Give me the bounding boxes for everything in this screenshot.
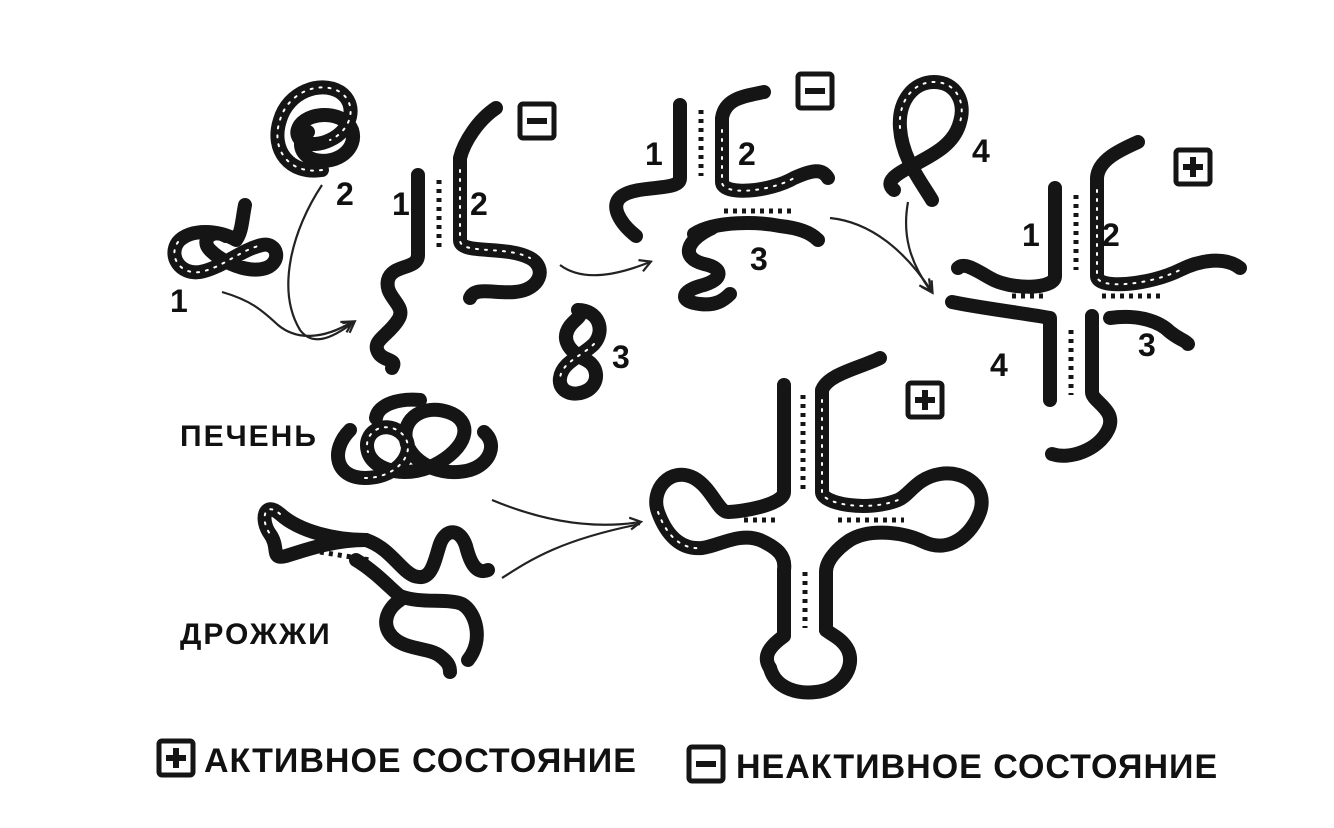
fragment-1-tangled xyxy=(167,198,283,280)
native-trna-cloverleaf xyxy=(649,351,989,700)
legend-inactive-label: НЕАКТИВНОЕ СОСТОЯНИЕ xyxy=(736,748,1218,786)
arrow-liver-to-cloverleaf xyxy=(491,498,640,525)
arrow-to-stage2 xyxy=(559,262,650,277)
label-liver: ПЕЧЕНЬ xyxy=(180,420,318,453)
label-yeast: ДРОЖЖИ xyxy=(180,618,332,651)
label-2-stage2: 2 xyxy=(738,136,756,172)
arrow-fragment-2 xyxy=(287,184,354,341)
label-4-stage3: 4 xyxy=(990,347,1008,383)
fragment-3-tangled xyxy=(552,303,607,401)
inactive-badge-stage1 xyxy=(520,104,554,138)
label-2-stage1: 2 xyxy=(470,186,488,222)
arrow-stage2-to-stage3 xyxy=(829,216,932,292)
arrow-fragment-1 xyxy=(221,290,352,337)
label-4-fragment: 4 xyxy=(972,133,990,169)
label-2-stage3: 2 xyxy=(1102,217,1120,253)
stage-3-structure xyxy=(945,135,1247,463)
legend-active-label: АКТИВНОЕ СОСТОЯНИЕ xyxy=(204,742,637,780)
arrow-fragment4-to-stage3 xyxy=(904,201,930,290)
label-3-stage3: 3 xyxy=(1138,327,1156,363)
fragment-2-tangled xyxy=(270,80,361,178)
active-badge-stage3 xyxy=(1176,150,1210,184)
liver-trna-tangled xyxy=(331,392,498,485)
label-3-fragment: 3 xyxy=(612,339,630,375)
active-badge-cloverleaf xyxy=(908,383,942,417)
label-1-stage2: 1 xyxy=(645,136,663,172)
arrow-yeast-to-cloverleaf xyxy=(501,522,641,579)
stage-1-structure xyxy=(369,101,547,375)
stage-2-structure xyxy=(609,85,835,312)
legend-minus-icon xyxy=(689,747,723,781)
label-1-stage1: 1 xyxy=(392,186,410,222)
label-1-tangled: 1 xyxy=(170,283,188,319)
legend-plus-icon xyxy=(159,741,193,775)
legend: АКТИВНОЕ СОСТОЯНИЕ НЕАКТИВНОЕ СОСТОЯНИЕ xyxy=(159,741,1218,786)
inactive-badge-stage2 xyxy=(798,74,832,108)
yeast-trna-extended xyxy=(257,502,495,679)
fragment-4-loop xyxy=(883,75,969,207)
label-2-tangled: 2 xyxy=(336,176,354,212)
label-3-stage2: 3 xyxy=(750,241,768,277)
label-1-stage3: 1 xyxy=(1022,217,1040,253)
